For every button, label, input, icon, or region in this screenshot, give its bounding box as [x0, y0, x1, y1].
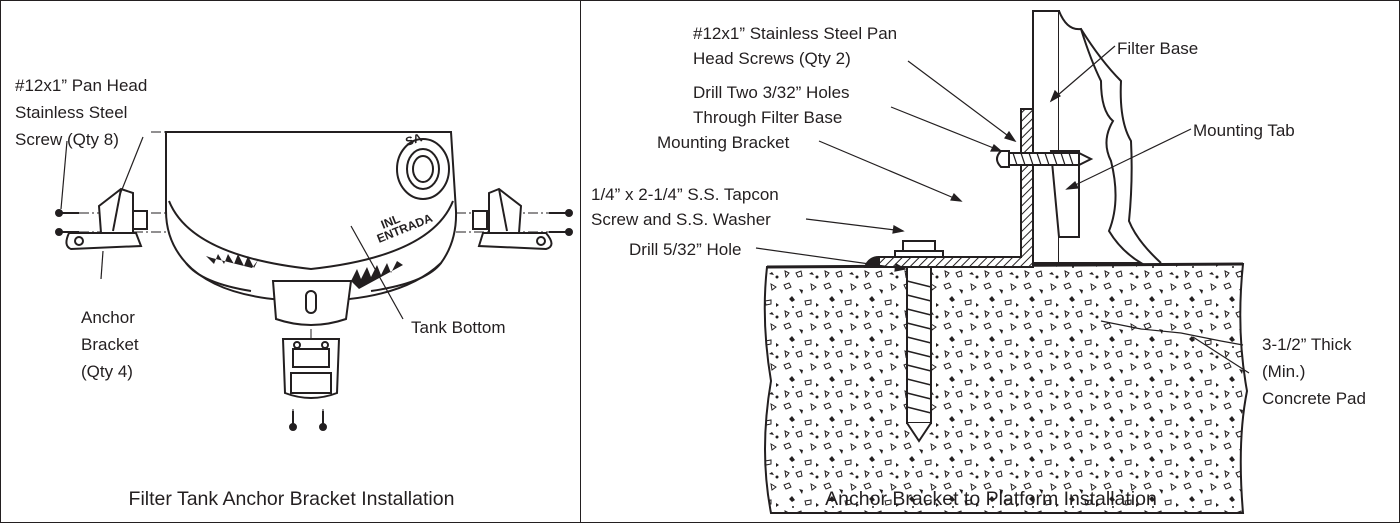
tapcon-label-line1: 1/4” x 2-1/4” S.S. Tapcon [591, 185, 779, 204]
left-anchor-bracket [65, 187, 148, 251]
drill-holes-label-line1: Drill Two 3/32” Holes [693, 83, 850, 102]
bottom-anchor-bracket [281, 338, 341, 399]
screw-label-line2: Stainless Steel [15, 103, 128, 122]
drill-holes-label-line2: Through Filter Base [693, 108, 843, 127]
tank-anchor-illustration: SA INL ENTRADA [55, 130, 573, 431]
ss-screws-label-line1: #12x1” Stainless Steel Pan [693, 24, 898, 43]
tapcon-label-line2: Screw and S.S. Washer [591, 210, 771, 229]
screw-leader-2 [60, 140, 68, 210]
mounting-bracket [863, 108, 1034, 268]
tank-serrations [206, 254, 403, 289]
mounting-bracket-label: Mounting Bracket [657, 133, 790, 152]
tapcon-screw [894, 240, 944, 443]
anchor-leader [100, 250, 104, 280]
anchor-label-line2: Bracket [81, 335, 139, 354]
ss-screws-label-line2: Head Screws (Qty 2) [693, 49, 851, 68]
filter-base [1032, 10, 1162, 264]
concrete-pad [763, 262, 1249, 514]
right-anchor-bracket [472, 187, 553, 251]
svg-text:SA: SA [404, 130, 424, 149]
svg-text:INL: INL [379, 212, 402, 232]
filter-base-label: Filter Base [1117, 39, 1199, 58]
right-caption: Anchor Bracket to Platform Installation [825, 488, 1157, 510]
anchor-label-line3: (Qty 4) [81, 362, 133, 381]
screws [55, 209, 573, 431]
left-caption: Filter Tank Anchor Bracket Installation [128, 488, 455, 510]
pan-head-screw [996, 150, 1094, 168]
drill-hole-label: Drill 5/32” Hole [629, 240, 742, 259]
screw-leader [118, 136, 144, 198]
pad-label-line3: Concrete Pad [1262, 389, 1366, 408]
mounting-tab-label: Mounting Tab [1193, 121, 1295, 140]
right-panel: #12x1” Stainless Steel Pan Head Screws (… [580, 0, 1400, 523]
platform-installation-illustration [755, 10, 1250, 514]
pad-label-line1: 3-1/2” Thick [1262, 335, 1352, 354]
anchor-label-line1: Anchor [81, 308, 135, 327]
tank-bottom-leader [350, 225, 404, 320]
pad-label-line2: (Min.) [1262, 362, 1306, 381]
screw-label-line1: #12x1” Pan Head [15, 76, 148, 95]
left-panel: SA INL ENTRADA [0, 0, 581, 523]
leader-lines [755, 45, 1250, 374]
tank-bottom-label: Tank Bottom [411, 318, 506, 337]
screw-label-line3: Screw (Qty 8) [15, 130, 119, 149]
